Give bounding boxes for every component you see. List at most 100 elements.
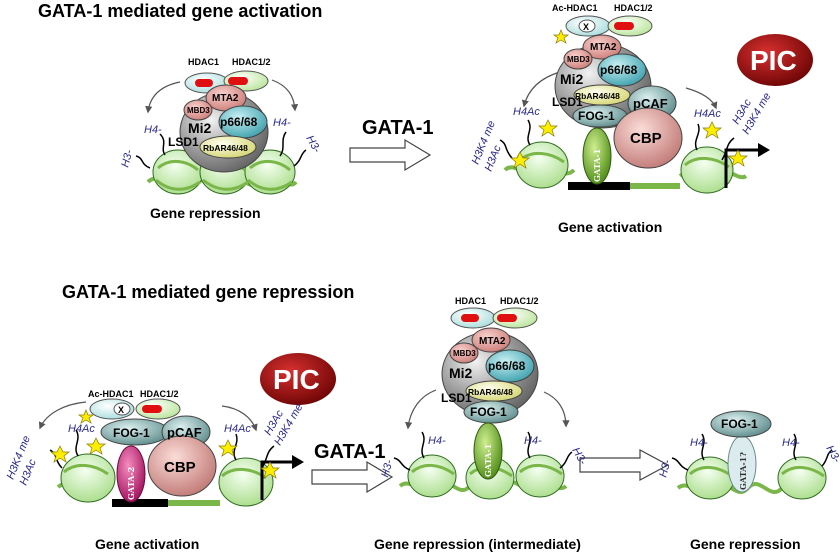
histone-h4-label: H4-: [144, 124, 162, 136]
p66-protein: [597, 53, 647, 87]
hdac1-label: HDAC1: [455, 296, 486, 306]
panel-top-left: H4- H4- H3- H3- HDAC1 HDAC1/2 MTA2 MBD3 …: [119, 57, 323, 221]
mta2-protein: [582, 34, 622, 60]
fog1-label: FOG-1: [113, 426, 150, 440]
histone-h4ac-label: H4Ac: [68, 423, 95, 435]
hdac12-label: HDAC1/2: [232, 57, 271, 67]
mi2-label: Mi2: [188, 120, 212, 136]
gata1-protein: [473, 422, 503, 480]
p66-protein: [485, 349, 535, 383]
caption-gene-repression: Gene repression: [690, 536, 801, 552]
histone-h3-label: H3-: [657, 458, 673, 479]
gata2-protein: [116, 445, 146, 503]
pic-label: PIC: [273, 364, 320, 395]
mi2-label: Mi2: [560, 71, 584, 87]
mbd3-protein: [449, 342, 479, 364]
x-label: X: [583, 22, 589, 32]
hdac1-label: HDAC1: [188, 57, 219, 67]
nucleosome: [515, 454, 565, 498]
hdac12-label: HDAC1/2: [140, 389, 179, 399]
panel-bottom-middle: H4- H4- H3- H3- HDAC1 HDAC1/2 GATA-1 MTA…: [374, 296, 589, 552]
pic-label: PIC: [750, 45, 797, 76]
nucleosome: [60, 453, 116, 503]
panel-top-right: PIC H4Ac H4Ac H3K4 me H3Ac H3Ac H3K4 me …: [470, 3, 813, 235]
histone-h4-label: H4-: [428, 435, 446, 447]
mbd3-protein: [563, 48, 593, 70]
histone-h4ac-label: H4Ac: [224, 423, 251, 435]
fog1-label: FOG-1: [578, 109, 615, 123]
gata2-label: GATA-2: [126, 467, 136, 500]
nucleosome: [407, 454, 457, 498]
gata-binding-site: [568, 182, 630, 190]
pcaf-label: pCAF: [633, 96, 668, 111]
histone-h4ac-label: H4Ac: [694, 108, 721, 120]
ac-hdac1-label: Ac-HDAC1: [88, 389, 134, 399]
ac-hdac1-label: Ac-HDAC1: [552, 3, 598, 13]
histone-h3-label: H3-: [119, 148, 135, 169]
lsd1-label: LSD1: [441, 391, 472, 405]
gata1-protein: [582, 127, 612, 185]
histone-h4-label: H4-: [524, 435, 542, 447]
lsd1-label: LSD1: [552, 95, 583, 109]
panel-bottom-right: H4- H4- H3- H3- GATA-1? FOG-1 Gene repre…: [657, 410, 840, 552]
fog1-protein: [463, 400, 519, 424]
histone-h4-label: H4-: [690, 437, 708, 449]
mbd3-label: MBD3: [453, 349, 476, 358]
rbar-label: RbAR46/48: [575, 91, 620, 101]
cbp-protein: [147, 435, 217, 497]
panel-bottom-left: PIC H4Ac H4Ac H3K4 me H3Ac H3Ac H3K4 me …: [5, 353, 336, 552]
cbp-label: CBP: [630, 130, 662, 147]
p66-label: p66/68: [600, 63, 638, 77]
mta2-label: MTA2: [212, 93, 239, 104]
fog1-label: FOG-1: [470, 405, 507, 419]
arrow-label-bottom: GATA-1: [314, 441, 385, 463]
histone-h3-label: H3-: [303, 134, 322, 156]
mi2-label: Mi2: [449, 365, 473, 381]
cbp-label: CBP: [164, 459, 196, 476]
caption-gene-repression: Gene repression: [150, 205, 261, 221]
pcaf-label: pCAF: [167, 425, 202, 440]
histone-h4-label: H4-: [782, 437, 800, 449]
title-activation: GATA-1 mediated gene activation: [38, 1, 322, 21]
arrow-label-top: GATA-1: [362, 117, 433, 139]
pic-complex: [737, 34, 813, 86]
p66-label: p66/68: [488, 359, 526, 373]
gata1-label: GATA-1: [483, 444, 493, 477]
fog1-protein: [710, 410, 772, 438]
caption-gene-activation: Gene activation: [95, 536, 199, 552]
transition-arrow-top: GATA-1: [349, 117, 433, 172]
lsd1-label: LSD1: [168, 135, 199, 149]
mbd3-label: MBD3: [567, 55, 590, 64]
gata1-label: GATA-1: [592, 149, 602, 182]
pic-complex: [260, 353, 336, 405]
cbp-protein: [613, 107, 683, 169]
histone-h4-label: H4-: [273, 117, 291, 129]
transition-arrow-bottom: GATA-1: [311, 441, 394, 494]
histone-h3-label: H3-: [823, 444, 840, 466]
rbar-label: RbAR46/48: [468, 387, 513, 397]
gata1-uncertain-label: GATA-1?: [738, 452, 748, 490]
title-repression: GATA-1 mediated gene repression: [62, 282, 354, 302]
hdac12-label: HDAC1/2: [614, 3, 653, 13]
mbd3-label: MBD3: [187, 106, 210, 115]
nucleosome: [218, 457, 274, 507]
fog1-label: FOG-1: [721, 417, 758, 431]
x-label: X: [118, 405, 124, 415]
nucleosome: [685, 456, 735, 500]
caption-gene-activation: Gene activation: [558, 219, 662, 235]
rbar-protein: [199, 135, 257, 159]
mta2-label: MTA2: [590, 42, 617, 53]
nucleosome: [244, 149, 296, 195]
nucleosome: [777, 456, 827, 500]
mbd3-protein: [183, 99, 213, 121]
caption-gene-repression-intermediate: Gene repression (intermediate): [374, 536, 581, 552]
histone-h3-label: H3-: [379, 458, 395, 479]
mta2-label: MTA2: [479, 336, 506, 347]
rbar-label: RbAR46/48: [203, 143, 248, 153]
histone-h4ac-label: H4Ac: [513, 106, 540, 118]
mta2-protein: [471, 327, 511, 353]
p66-label: p66/68: [220, 115, 258, 129]
gata-binding-site: [112, 499, 168, 507]
transition-arrow-right: [579, 448, 670, 482]
